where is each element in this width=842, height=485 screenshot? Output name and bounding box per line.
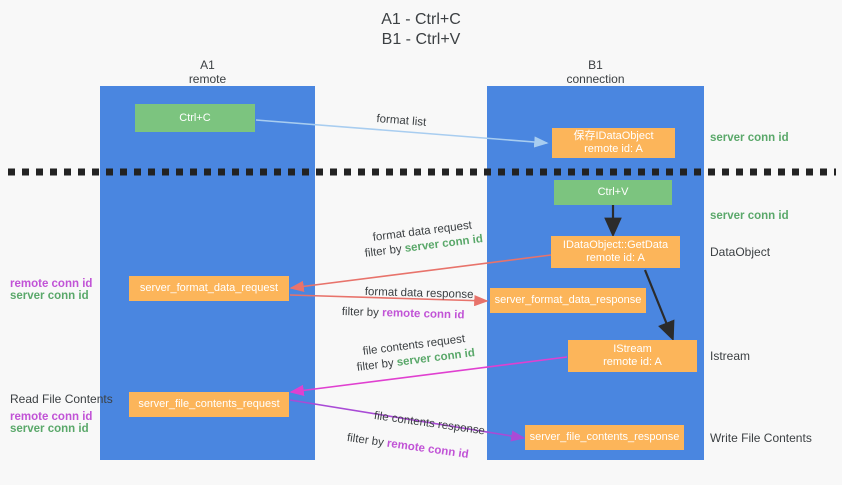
annotation-format-list: format list bbox=[375, 112, 427, 129]
box-ctrl-c[interactable]: Ctrl+C bbox=[135, 104, 255, 132]
box-istream[interactable]: IStream remote id: A bbox=[568, 340, 697, 372]
column-b1-name: B1 bbox=[588, 58, 603, 72]
title-line-1: A1 - Ctrl+C bbox=[381, 11, 461, 28]
box-server-file-contents-request[interactable]: server_file_contents_request bbox=[129, 392, 289, 417]
box-save-idataobject-line2: remote id: A bbox=[584, 143, 643, 155]
column-a1-name: A1 bbox=[200, 58, 215, 72]
box-ctrl-v-label: Ctrl+V bbox=[597, 186, 629, 198]
column-header-b1: B1 connection bbox=[487, 58, 704, 86]
page-title: A1 - Ctrl+C B1 - Ctrl+V bbox=[0, 10, 842, 50]
annotation-format-data-response: format data response bbox=[364, 285, 474, 302]
box-idataobject-getdata-line1: IDataObject::GetData bbox=[562, 239, 669, 251]
box-server-file-contents-response[interactable]: server_file_contents_response bbox=[525, 425, 684, 450]
title-line-2: B1 - Ctrl+V bbox=[381, 31, 461, 48]
box-server-file-contents-request-label: server_file_contents_request bbox=[138, 398, 280, 410]
annotation-format-data-response-filter: filter by remote conn id bbox=[342, 305, 465, 322]
box-istream-line2: remote id: A bbox=[603, 356, 662, 368]
right-label-dataobject: DataObject bbox=[710, 245, 771, 259]
annotation-format-data-response-filter-prefix: filter by bbox=[341, 305, 383, 320]
left-label-server-conn-id-1: server conn id bbox=[10, 290, 89, 302]
left-label-server-conn-id-2: server conn id bbox=[10, 423, 89, 435]
box-server-format-data-response-label: server_format_data_response bbox=[494, 294, 642, 306]
right-label-write-file-contents: Write File Contents bbox=[710, 431, 812, 445]
annotation-file-contents-response-filter-prefix: filter by bbox=[346, 431, 388, 450]
box-server-format-data-request-label: server_format_data_request bbox=[139, 282, 279, 294]
annotation-file-contents-response-filter-value: remote conn id bbox=[386, 437, 470, 461]
annotation-format-data-request-filter-prefix: filter by bbox=[364, 242, 406, 260]
column-b1-sub: connection bbox=[566, 72, 625, 86]
box-ctrl-v[interactable]: Ctrl+V bbox=[554, 180, 672, 205]
annotation-format-data-response-filter-value: remote conn id bbox=[381, 307, 465, 322]
box-save-idataobject-line1: 保存IDataObject bbox=[573, 130, 654, 142]
left-label-remote-conn-id-1: remote conn id bbox=[10, 278, 93, 290]
box-ctrl-c-label: Ctrl+C bbox=[179, 111, 211, 124]
box-save-idataobject[interactable]: 保存IDataObject remote id: A bbox=[552, 128, 675, 158]
right-label-server-conn-id-1: server conn id bbox=[710, 132, 789, 144]
annotation-file-contents-response-filter: filter by remote conn id bbox=[346, 431, 469, 462]
box-istream-line1: IStream bbox=[613, 343, 652, 355]
box-server-format-data-response[interactable]: server_format_data_response bbox=[490, 288, 646, 313]
box-server-format-data-request[interactable]: server_format_data_request bbox=[129, 276, 289, 301]
left-label-group-2: remote conn id server conn id bbox=[10, 411, 92, 435]
right-label-server-conn-id-2: server conn id bbox=[710, 210, 789, 222]
box-idataobject-getdata-line2: remote id: A bbox=[586, 252, 645, 264]
left-label-remote-conn-id-2: remote conn id bbox=[10, 411, 93, 423]
left-label-group-1: remote conn id server conn id bbox=[10, 278, 92, 302]
annotation-file-contents-response: file contents response bbox=[373, 409, 486, 438]
column-a1-sub: remote bbox=[188, 72, 227, 86]
right-label-istream: Istream bbox=[710, 349, 751, 363]
box-idataobject-getdata[interactable]: IDataObject::GetData remote id: A bbox=[551, 236, 680, 268]
annotation-file-contents-request-filter-prefix: filter by bbox=[356, 356, 398, 374]
column-header-a1: A1 remote bbox=[100, 58, 315, 86]
box-server-file-contents-response-label: server_file_contents_response bbox=[529, 431, 680, 443]
left-label-read-file-contents: Read File Contents bbox=[10, 392, 113, 406]
